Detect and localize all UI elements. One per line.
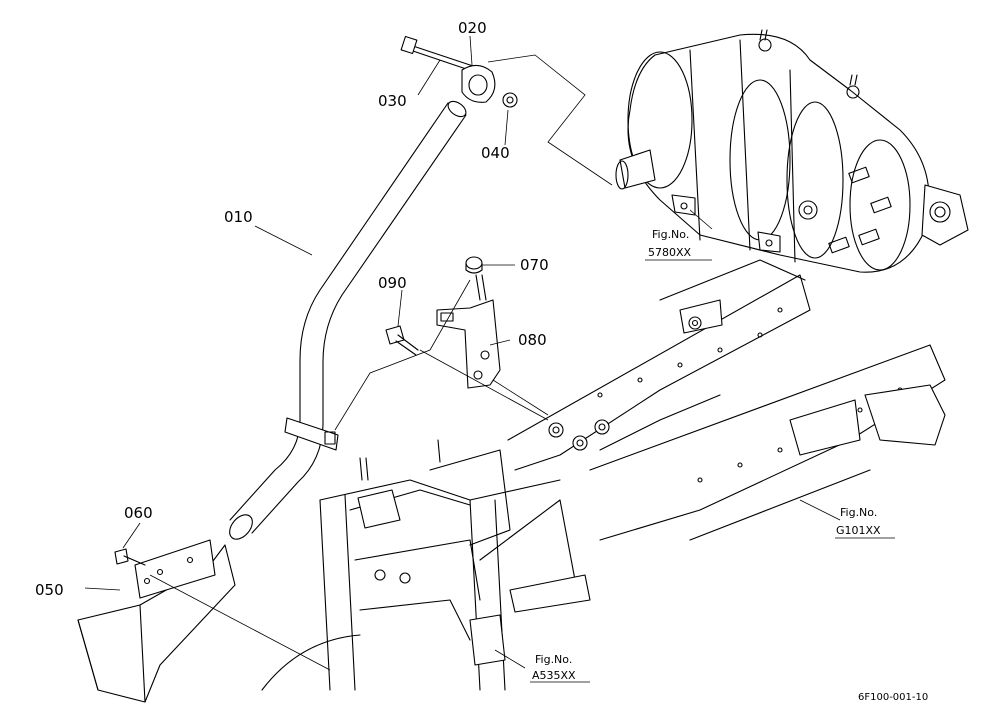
part-label-060: 060	[124, 504, 153, 522]
fig-ref-label-g101: Fig.No.	[840, 506, 877, 519]
fig-ref-code-5780: 5780XX	[648, 246, 692, 259]
fig-ref-label-a535: Fig.No.	[535, 653, 572, 666]
part-label-030: 030	[378, 92, 407, 110]
part-label-070: 070	[520, 256, 549, 274]
part-label-050: 050	[35, 581, 64, 599]
drawing-code: 6F100-001-10	[858, 692, 928, 703]
lower-frame	[261, 439, 591, 691]
part-label-090: 090	[378, 274, 407, 292]
part-label-080: 080	[518, 331, 547, 349]
part-label-040: 040	[481, 144, 510, 162]
chassis-frame	[507, 259, 946, 541]
exhaust-pipe	[229, 100, 467, 540]
fig-ref-label-5780: Fig.No.	[652, 228, 689, 241]
part-label-010: 010	[224, 208, 253, 226]
fig-ref-code-a535: A535XX	[532, 669, 576, 682]
part-label-020: 020	[458, 19, 487, 37]
clamp-bolt-nut-group	[400, 35, 613, 186]
leader-lines	[84, 35, 895, 683]
bracket-group	[334, 256, 549, 431]
muffler-assembly	[615, 29, 969, 273]
fig-ref-code-g101: G101XX	[836, 524, 881, 537]
heat-shield-group	[77, 539, 331, 703]
